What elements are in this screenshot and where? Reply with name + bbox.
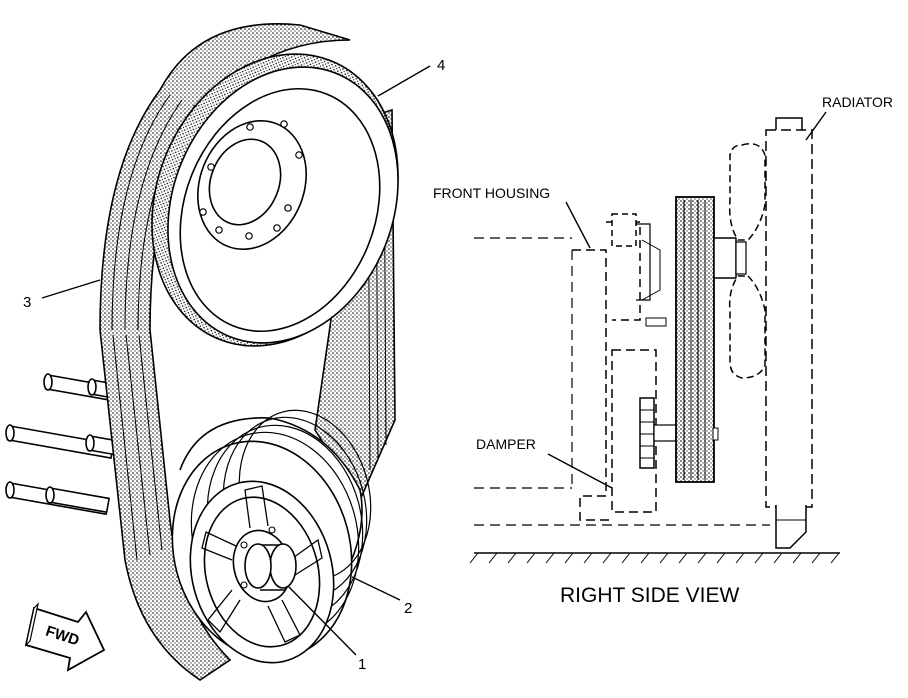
- isometric-belt-drive: [5, 23, 431, 681]
- large-pulley: [151, 53, 399, 347]
- pulley-section: [675, 196, 715, 483]
- right-side-view: [469, 111, 840, 564]
- right-side-view-title: RIGHT SIDE VIEW: [560, 584, 739, 607]
- front-housing: [572, 249, 612, 521]
- ground-hatch: [469, 552, 840, 564]
- radiator-label: RADIATOR: [822, 94, 893, 110]
- damper-disk: [639, 397, 677, 469]
- callout-2: 2: [404, 600, 412, 617]
- drive-pulley: [171, 409, 372, 664]
- fwd-arrow: [24, 602, 106, 672]
- front-housing-label: FRONT HOUSING: [433, 185, 550, 201]
- radiator: [765, 117, 813, 549]
- fan: [713, 143, 766, 379]
- callout-1: 1: [358, 656, 366, 673]
- damper-label: DAMPER: [476, 436, 536, 452]
- callout-4: 4: [437, 57, 445, 74]
- callout-3: 3: [23, 294, 31, 311]
